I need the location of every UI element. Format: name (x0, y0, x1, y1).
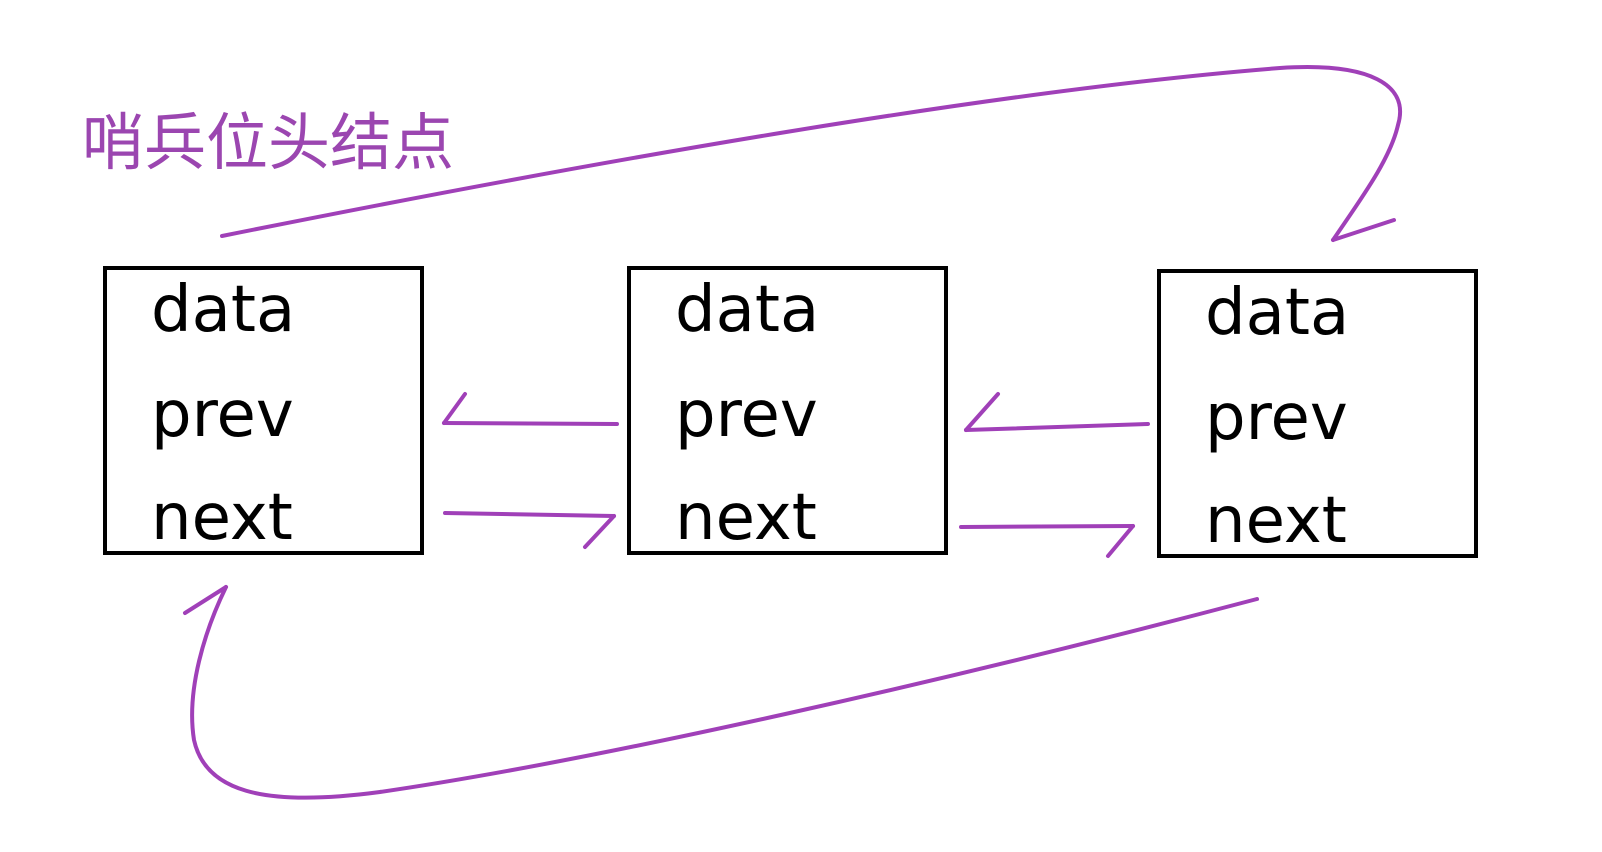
node-1-next-arrow (443, 511, 616, 518)
sentinel-head-node-label: 哨兵位头结点 (82, 106, 455, 179)
node-3-prev-field: prev (1205, 381, 1348, 455)
node-1-data-field: data (151, 273, 296, 347)
tail-next-to-head-arrow (190, 585, 1259, 800)
node-2-next-field: next (675, 481, 817, 555)
head-prev-to-tail-arrowhead (1331, 218, 1396, 242)
node-2-prev-field: prev (675, 378, 818, 452)
node-2-next-arrow (959, 524, 1135, 529)
node-1-prev-field: prev (151, 378, 294, 452)
head-prev-to-tail-arrow (220, 65, 1402, 242)
node-3-prev-arrow (964, 422, 1150, 432)
list-node-3: data prev next (1157, 269, 1478, 558)
node-3-prev-arrowhead (964, 392, 1000, 432)
node-1-next-field: next (151, 481, 293, 555)
node-3-data-field: data (1205, 276, 1350, 350)
node-2-prev-arrowhead (442, 392, 467, 425)
node-1-next-arrowhead (583, 514, 616, 549)
list-node-1: data prev next (103, 266, 424, 555)
list-node-2: data prev next (627, 266, 948, 555)
tail-next-to-head-arrowhead (183, 585, 228, 615)
node-2-data-field: data (675, 273, 820, 347)
node-2-next-arrowhead (1106, 524, 1135, 558)
node-3-next-field: next (1205, 484, 1347, 558)
node-2-prev-arrow (442, 421, 619, 426)
